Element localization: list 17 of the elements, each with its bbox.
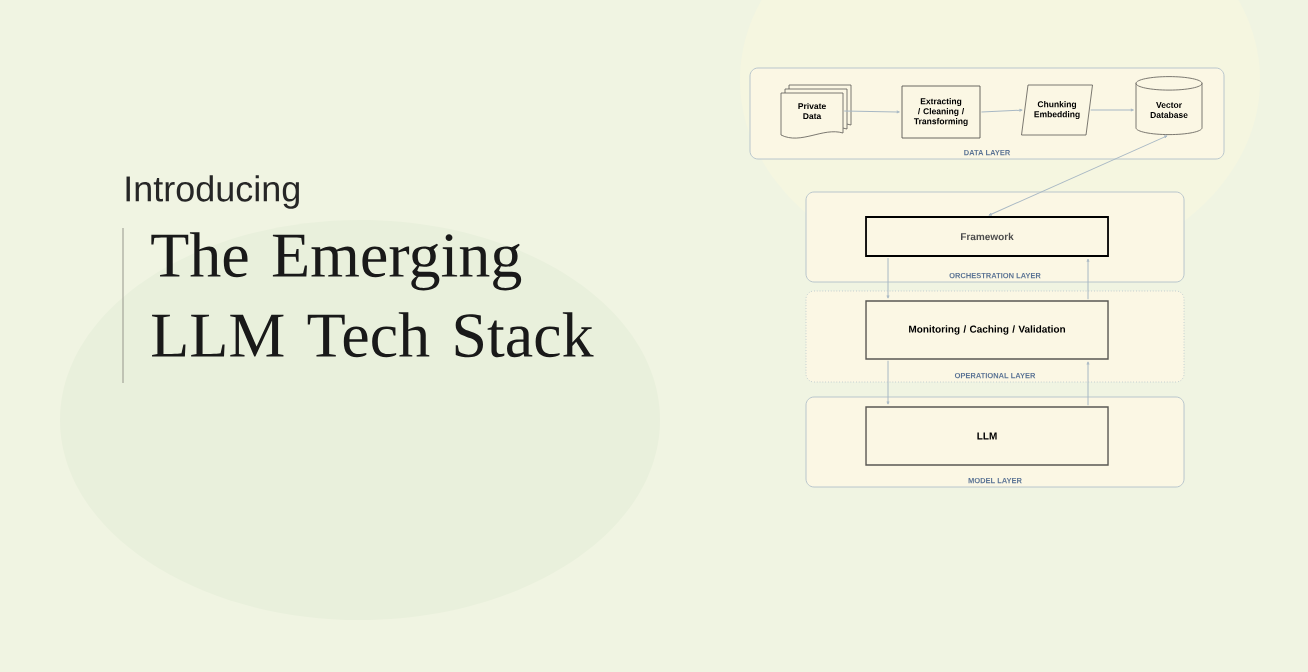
arrow <box>988 135 1168 216</box>
process-box: Framework <box>865 216 1109 257</box>
arrow <box>980 108 1023 113</box>
process-box: LLM <box>865 406 1109 466</box>
parallelogram-box: Chunking Embedding <box>1021 84 1093 136</box>
document-stack: Private Data <box>780 84 852 139</box>
process-box: Monitoring / Caching / Validation <box>865 300 1109 360</box>
arrow <box>1086 258 1090 300</box>
arrow <box>1086 361 1090 406</box>
process-box: Extracting / Cleaning / Transforming <box>901 85 981 139</box>
arrow <box>1090 108 1134 112</box>
intro-text: Introducing <box>126 175 299 209</box>
arrow <box>886 257 890 299</box>
arrow <box>843 110 900 114</box>
title: The Emerging LLM Tech Stack <box>151 232 594 358</box>
arrow <box>886 360 890 405</box>
database-cylinder: Vector Database <box>1135 76 1203 135</box>
